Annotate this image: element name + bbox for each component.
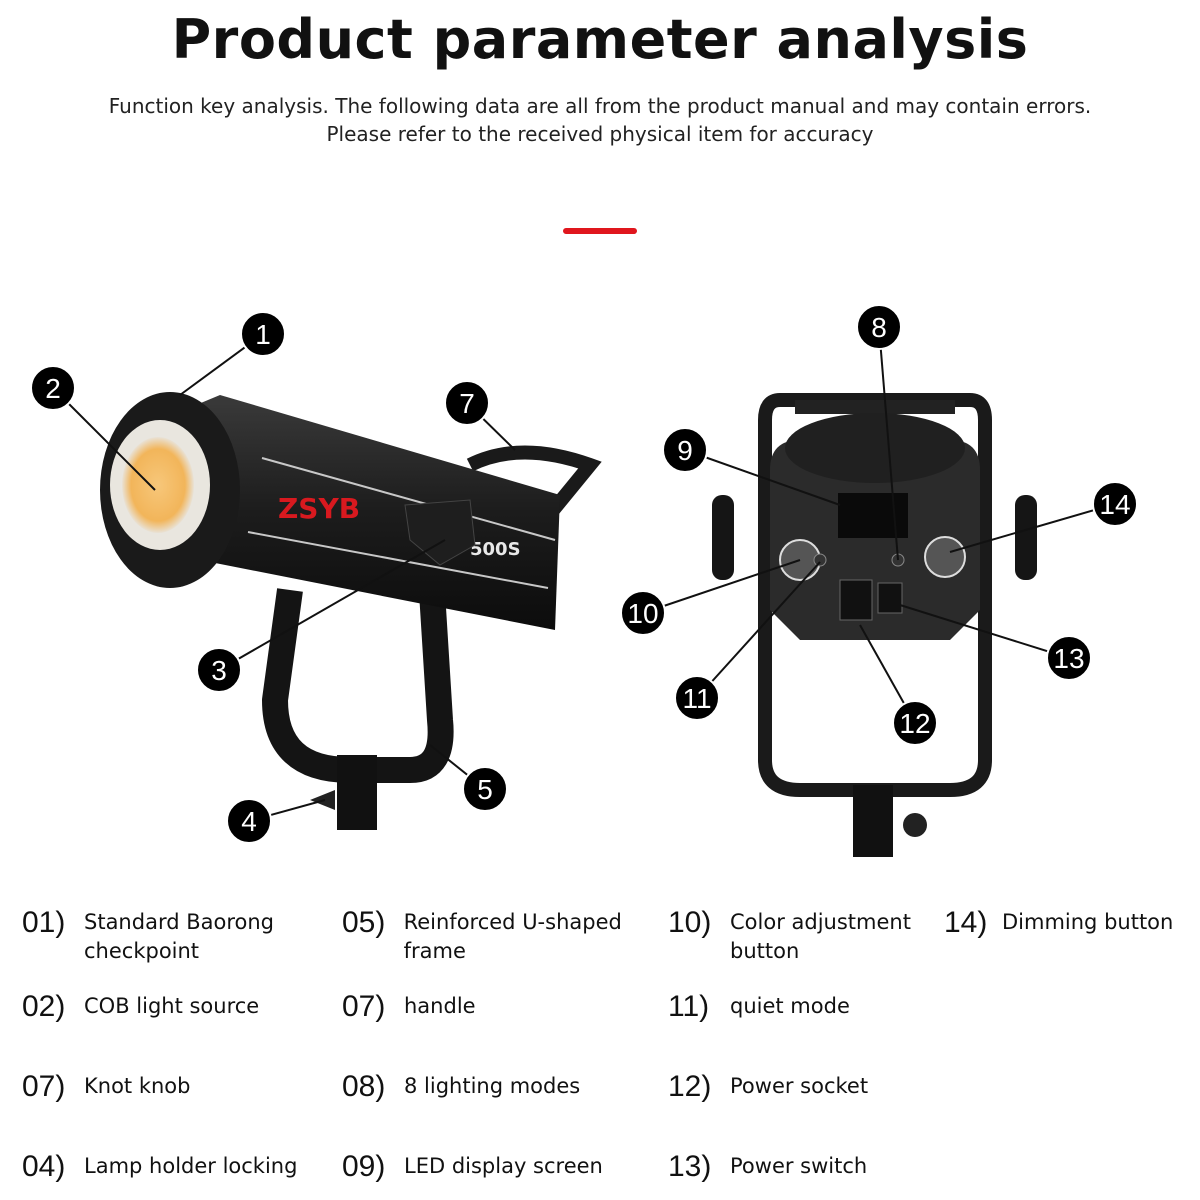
callout-number: 3: [211, 655, 227, 686]
callout-number: 8: [871, 312, 887, 343]
legend-label: Power switch: [730, 1154, 868, 1178]
callout-number: 11: [682, 683, 711, 714]
callout-number: 12: [899, 708, 930, 739]
callout-number: 2: [45, 373, 61, 404]
legend-label: Color adjustment button: [730, 910, 911, 963]
legend-label: Standard Baorong checkpoint: [84, 910, 274, 963]
legend-item: 14) Dimming button: [944, 906, 1194, 940]
legend-number: 11): [668, 990, 710, 1023]
callout-3: 3: [196, 647, 242, 693]
callout-number: 1: [255, 319, 271, 350]
legend-label: Power socket: [730, 1074, 869, 1098]
legend-number: 07): [342, 990, 386, 1023]
subtitle-line-2: Please refer to the received physical it…: [326, 122, 874, 146]
legend-item: 08) 8 lighting modes: [342, 1070, 642, 1104]
legend-item: 07) handle: [342, 990, 642, 1024]
model-label: 500S: [470, 539, 521, 560]
callout-number: 9: [677, 435, 693, 466]
callout-9: 9: [662, 427, 708, 473]
rear-view-light: [712, 393, 1037, 857]
legend-label: Lamp holder locking: [84, 1154, 298, 1178]
legend-item: 07) Knot knob: [22, 1070, 322, 1104]
legend-item: 04) Lamp holder locking: [22, 1150, 322, 1184]
callout-12: 12: [892, 700, 938, 746]
legend-number: 09): [342, 1150, 386, 1183]
legend-item: 11) quiet mode: [668, 990, 968, 1024]
callout-10: 10: [620, 590, 666, 636]
legend-number: 08): [342, 1070, 386, 1103]
legend-item: 10) Color adjustment button: [668, 906, 968, 966]
legend-number: 05): [342, 906, 386, 939]
callout-11: 11: [674, 675, 720, 721]
subtitle-line-1: Function key analysis. The following dat…: [108, 94, 1092, 118]
legend-number: 10): [668, 906, 712, 939]
legend-label: 8 lighting modes: [404, 1074, 581, 1098]
legend-number: 14): [944, 906, 988, 939]
callout-8: 8: [856, 304, 902, 350]
legend-item: 01) Standard Baorong checkpoint: [22, 906, 322, 966]
legend-item: 05) Reinforced U-shaped frame: [342, 906, 642, 966]
callout-13: 13: [1046, 635, 1092, 681]
page-title: Product parameter analysis: [171, 8, 1029, 71]
brand-logo: ZSYB: [278, 492, 360, 525]
callout-1: 1: [240, 311, 286, 357]
leader-lines: [52, 326, 1116, 822]
legend-label: LED display screen: [404, 1154, 603, 1178]
legend-number: 04): [22, 1150, 66, 1183]
legend-label: handle: [404, 994, 476, 1018]
accent-divider: [563, 228, 637, 234]
legend-item: 02) COB light source: [22, 990, 322, 1024]
legend-number: 13): [668, 1150, 712, 1183]
callout-14: 14: [1092, 481, 1138, 527]
legend-label: Reinforced U-shaped frame: [403, 910, 622, 963]
legend-label: Knot knob: [84, 1074, 191, 1098]
callout-number: 10: [627, 598, 658, 629]
legend-item: 09) LED display screen: [342, 1150, 642, 1184]
callout-number: 14: [1099, 489, 1130, 520]
side-view-light: ZSYB 500S: [100, 392, 602, 830]
legend-number: 12): [668, 1070, 712, 1103]
legend-label: COB light source: [84, 994, 260, 1018]
legend-item: 12) Power socket: [668, 1070, 968, 1104]
callout-number: 5: [477, 774, 493, 805]
callout-number: 7: [459, 388, 475, 419]
callout-number: 4: [241, 806, 257, 837]
legend-label: quiet mode: [730, 994, 850, 1018]
callout-number: 13: [1053, 643, 1084, 674]
legend-number: 01): [22, 906, 66, 939]
legend-number: 07): [22, 1070, 66, 1103]
legend-label: Dimming button: [1002, 910, 1174, 934]
legend-number: 02): [22, 990, 66, 1023]
callout-5: 5: [462, 766, 508, 812]
callout-4: 4: [226, 798, 272, 844]
legend-item: 13) Power switch: [668, 1150, 968, 1184]
callout-7: 7: [444, 380, 490, 426]
callout-2: 2: [30, 365, 76, 411]
